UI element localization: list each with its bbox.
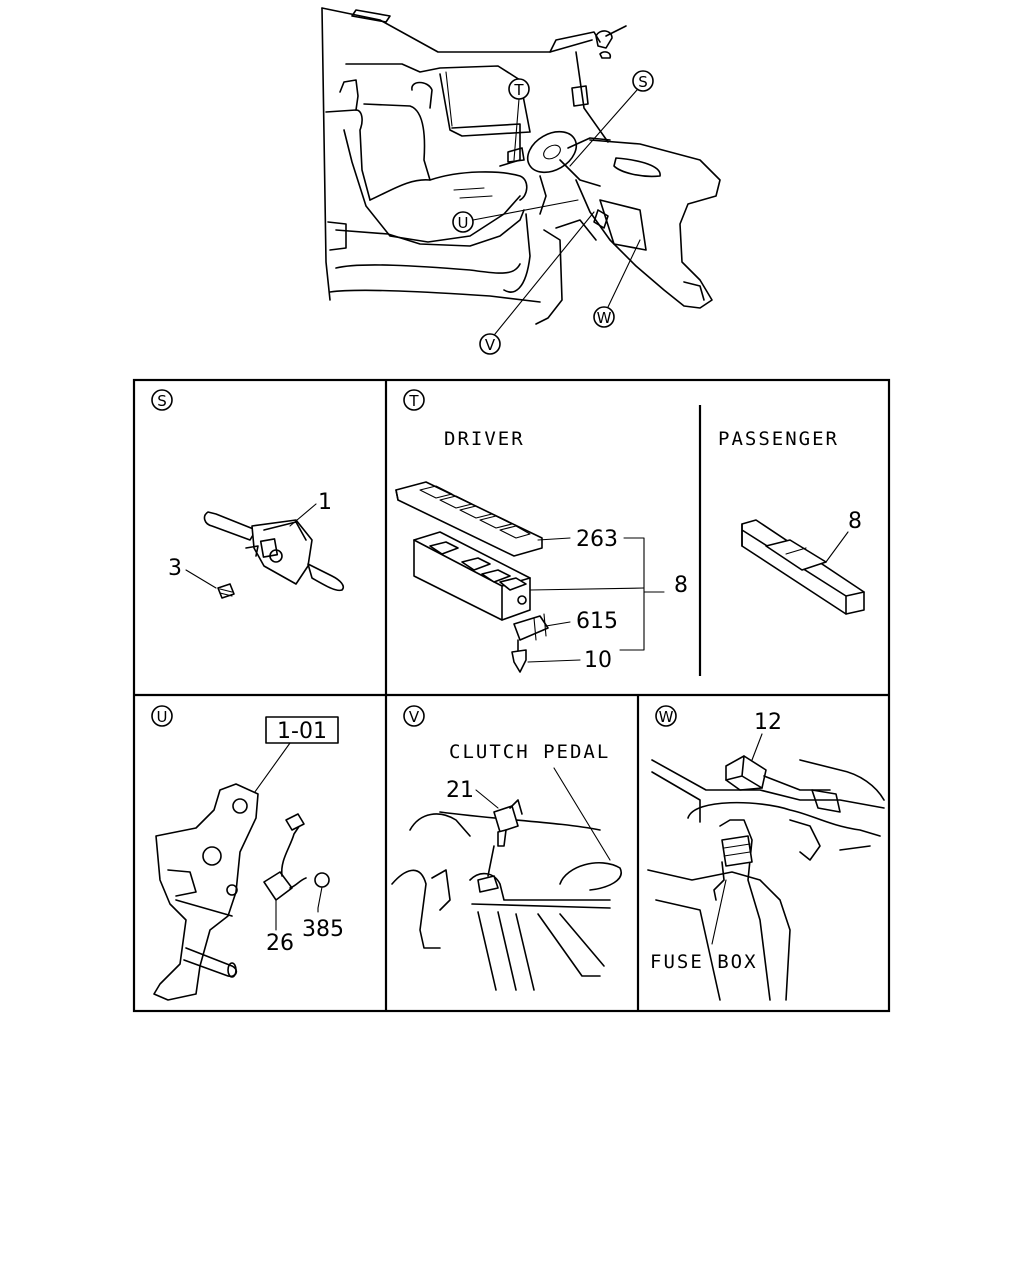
- panel-t: T DRIVER PASSENGER 263 615 10: [395, 389, 865, 673]
- svg-text:U: U: [458, 214, 469, 232]
- part-8-label-passenger: 8: [848, 509, 862, 534]
- part-26-label: 26: [266, 931, 294, 956]
- passenger-window-switch-illustration: [741, 519, 865, 615]
- panel-t-marker: [403, 389, 425, 411]
- panel-u: U 1-01 26 385: [151, 705, 344, 1001]
- fuse-box-area-illustration: [647, 759, 885, 1001]
- driver-label: DRIVER: [444, 428, 525, 450]
- ref-box-1-01: [265, 716, 339, 744]
- part-8-label-driver: 8: [674, 573, 688, 598]
- svg-text:T: T: [513, 81, 524, 99]
- passenger-label: PASSENGER: [718, 428, 839, 450]
- cab-interior-overview: [321, 7, 721, 325]
- panel-t-id: T: [408, 392, 419, 410]
- svg-text:V: V: [485, 336, 496, 354]
- clutch-pedal-label: CLUTCH PEDAL: [449, 741, 610, 763]
- panel-u-id: U: [157, 708, 168, 726]
- panel-w-id: W: [659, 708, 674, 726]
- part-263-label: 263: [576, 527, 618, 552]
- clutch-pedal-area-illustration: [391, 811, 622, 991]
- panel-s-id: S: [157, 392, 167, 410]
- overview-callout-w: W: [593, 239, 641, 328]
- svg-text:S: S: [638, 73, 648, 91]
- part-12-label: 12: [754, 710, 782, 735]
- panel-grid: [132, 378, 891, 1013]
- panel-v-marker: [403, 705, 425, 727]
- relay-12-illustration: [725, 755, 831, 791]
- panel-w-marker: [655, 705, 677, 727]
- overview-callout-v: V: [479, 211, 595, 355]
- svg-text:W: W: [597, 309, 612, 327]
- clutch-bracket-illustration: [153, 783, 259, 1001]
- part-615-label: 615: [576, 609, 618, 634]
- overview-callout-t: T: [508, 78, 530, 161]
- screw-3-illustration: [217, 583, 235, 599]
- panel-v-id: V: [409, 708, 420, 726]
- part-1-label: 1: [318, 490, 332, 515]
- panel-v: V CLUTCH PEDAL 21: [391, 705, 622, 991]
- part-3-label: 3: [168, 556, 182, 581]
- overview-callout-s: S: [569, 70, 654, 167]
- panel-s-marker: [151, 389, 173, 411]
- ref-box-label: 1-01: [277, 719, 327, 744]
- part-385-label: 385: [302, 917, 344, 942]
- part-21-label: 21: [446, 778, 474, 803]
- combination-switch-illustration: [203, 511, 345, 592]
- clutch-switch-26-illustration: [263, 813, 307, 901]
- panel-u-marker: [151, 705, 173, 727]
- overview-callout-u: U: [452, 199, 579, 233]
- panel-w: W 12 FUSE BOX: [647, 705, 885, 1001]
- screw-385-illustration: [314, 872, 330, 909]
- clutch-switch-21-illustration: [493, 799, 523, 847]
- panel-s: S 1 3: [151, 389, 345, 599]
- part-10-label: 10: [584, 648, 612, 673]
- fuse-box-label: FUSE BOX: [650, 951, 758, 973]
- driver-window-switch-illustration: [395, 481, 549, 673]
